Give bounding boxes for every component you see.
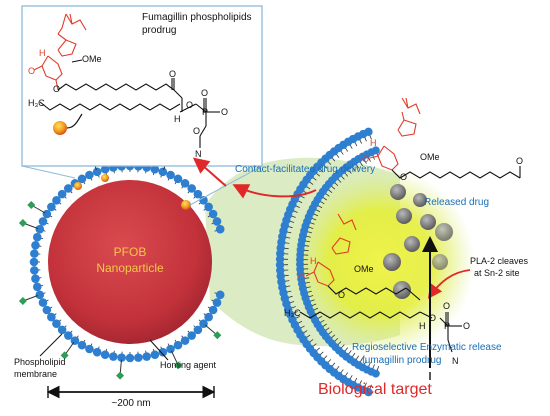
lipid-head: [31, 241, 40, 250]
pla2-label-line2: at Sn-2 site: [474, 268, 520, 278]
lipid-head: [209, 210, 218, 219]
homing-agent: [19, 219, 27, 227]
chem-ome-label: OMe: [82, 54, 102, 64]
lipid-head: [85, 171, 94, 180]
biological-target-label: Biological target: [318, 381, 432, 398]
lipid-head: [142, 352, 151, 361]
chem-ome-label: OMe: [354, 264, 374, 274]
pla2-label-line1: PLA-2 cleaves: [470, 256, 529, 266]
lipid-head: [93, 348, 102, 357]
homing-agent-label: Homing agent: [160, 360, 217, 370]
contact-delivery-label: Contact-facilitated drug delivery: [235, 164, 375, 175]
prodrug-anchor-ball: [181, 200, 191, 210]
nanoparticle-label-line1: PFOB: [114, 245, 147, 259]
chem-o-label: O: [463, 321, 470, 331]
lipid-head: [166, 345, 175, 354]
lipid-head: [93, 167, 102, 176]
phospholipid-pointer: [40, 334, 62, 356]
lipid-head: [216, 225, 225, 234]
prodrug-anchor-ball: [101, 174, 109, 182]
lipid-head: [78, 175, 87, 184]
chem-h-label: H: [419, 321, 426, 331]
released-drug-label: Released drug: [424, 197, 489, 208]
lipid-head: [209, 306, 218, 315]
scale-bar-label: ~200 nm: [111, 398, 150, 409]
prodrug-title-line1: Fumagillin phospholipids: [142, 12, 252, 23]
chem-o-label: O: [338, 290, 345, 300]
lipid-head: [43, 306, 52, 315]
lipid-head: [47, 313, 56, 322]
phospholipid-label-line1: Phospholipid: [14, 357, 66, 367]
chem-o-label: O: [201, 88, 208, 98]
lipid-head: [213, 298, 222, 307]
chem-p-label: P: [444, 321, 450, 331]
prodrug-title-line2: prodrug: [142, 25, 176, 36]
chem-o-label: O: [516, 156, 523, 166]
lipid-head: [35, 225, 44, 234]
lipid-head: [364, 128, 372, 136]
nanoparticle-anchor-ball: [53, 121, 67, 135]
prodrug-anchor-ball: [74, 182, 82, 190]
homing-agent: [116, 372, 124, 380]
lipid-head: [30, 266, 39, 275]
chem-o-label: O: [400, 172, 407, 182]
lipid-head: [134, 353, 143, 362]
callout-connector: [22, 166, 75, 178]
homing-agent: [19, 297, 27, 305]
lipid-head: [126, 354, 135, 363]
lipid-head: [33, 283, 42, 292]
chem-o-label: O: [53, 84, 60, 94]
lipid-head: [151, 350, 160, 359]
nanoparticle-label-line2: Nanoparticle: [96, 261, 164, 275]
lipid-head: [181, 336, 190, 345]
lipid-head: [31, 274, 40, 283]
chem-o-label: O: [169, 69, 176, 79]
lipid-head: [174, 341, 183, 350]
lipid-head: [213, 217, 222, 226]
lipid-head: [101, 350, 110, 359]
lipid-head: [216, 291, 225, 300]
chem-o-label: O: [443, 301, 450, 311]
lipid-head: [33, 233, 42, 242]
chem-h3c-label: H₃C: [284, 308, 301, 318]
lipid-head: [159, 348, 168, 357]
chem-o-label: O: [28, 66, 35, 76]
chem-ome-label: OMe: [420, 152, 440, 162]
lipid-head: [174, 175, 183, 184]
lipid-head: [39, 217, 48, 226]
chem-p-label: P: [202, 107, 208, 117]
lipid-head: [204, 203, 213, 212]
chem-h-label: H: [174, 114, 181, 124]
phospholipid-label-line2: membrane: [14, 369, 57, 379]
lipid-head: [78, 341, 87, 350]
lipid-head: [30, 249, 39, 258]
lipid-head: [166, 171, 175, 180]
chem-o-label: O: [362, 154, 369, 164]
lipid-head: [109, 352, 118, 361]
lipid-head: [35, 291, 44, 300]
homing-agent: [27, 201, 35, 209]
lipid-head: [85, 345, 94, 354]
chem-n-label: N: [452, 356, 459, 366]
lipid-head: [39, 298, 48, 307]
lipid-head: [43, 210, 52, 219]
chem-h-label: H: [39, 48, 46, 58]
chem-h-label: H: [310, 256, 317, 266]
lipid-head: [159, 167, 168, 176]
chem-o-label: O: [186, 100, 193, 110]
fumagillin-structure-released: [370, 98, 420, 170]
chem-h-label: H: [370, 138, 377, 148]
chem-n-label: N: [195, 149, 202, 159]
regio-label-line1: Regioselective Enzymatic release: [352, 342, 502, 353]
lipid-head: [30, 258, 39, 267]
regio-label-line2: fumagillin prodrug: [362, 355, 442, 366]
chem-o-label: O: [298, 272, 305, 282]
chem-h3c-label: H₃C: [28, 98, 45, 108]
chem-o-label: O: [221, 107, 228, 117]
chem-o-label: O: [193, 126, 200, 136]
